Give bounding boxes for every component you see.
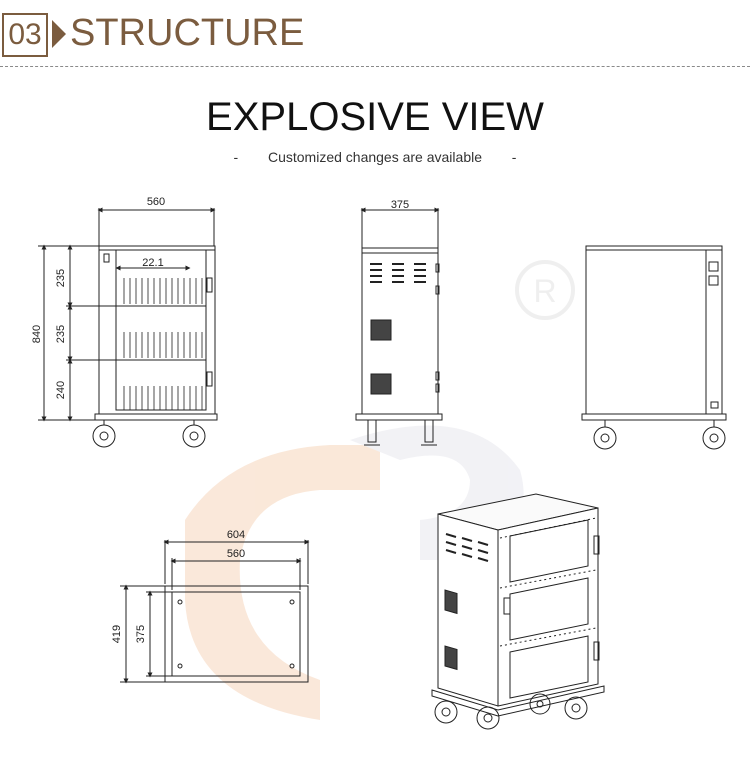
dim-front-height: 840 [31, 325, 43, 343]
top-view [120, 539, 310, 684]
dim-section-2: 235 [55, 325, 67, 343]
page-title: EXPLOSIVE VIEW [206, 95, 544, 139]
subtitle-right-dash: - [511, 149, 517, 165]
subtitle-left-dash: - [233, 149, 239, 165]
dim-compartment: 22.1 [142, 257, 163, 269]
registered-mark-icon [515, 260, 575, 320]
back-view [581, 245, 727, 450]
dim-depth-outer: 419 [111, 625, 123, 643]
dim-top-outer: 604 [227, 529, 245, 541]
subtitle-text: Customized changes are available [267, 149, 482, 165]
isometric-view [431, 493, 605, 730]
registered-letter: R [533, 273, 556, 309]
subtitle: - Customized changes are available - [0, 148, 750, 166]
section-title: STRUCTURE [70, 12, 305, 54]
front-view [38, 207, 218, 448]
side-view [355, 207, 443, 446]
dim-section-1: 235 [55, 269, 67, 287]
section-number: 03 [2, 13, 48, 57]
dim-section-3: 240 [55, 381, 67, 399]
divider [0, 66, 750, 67]
dim-depth-inner: 375 [135, 625, 147, 643]
arrow-icon [52, 20, 66, 48]
section-header: 03 STRUCTURE [0, 0, 750, 66]
dim-top-inner: 560 [227, 548, 245, 560]
dim-side-width: 375 [391, 199, 409, 211]
dim-front-width: 560 [147, 196, 165, 208]
